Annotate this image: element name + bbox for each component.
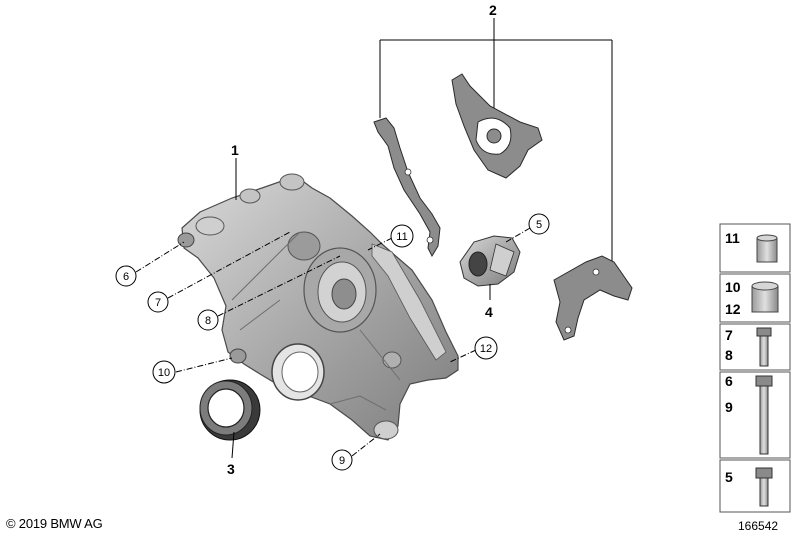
callout-11: 11 (390, 224, 414, 248)
svg-text:9: 9 (339, 455, 345, 467)
sleeve-icon (756, 234, 778, 263)
callout-12: 12 (474, 336, 498, 360)
gasket-lower-plate (553, 255, 633, 341)
svg-text:11: 11 (396, 231, 407, 243)
legend-box-10-12: 10 12 (719, 273, 791, 323)
svg-text:7: 7 (725, 327, 733, 343)
svg-text:7: 7 (155, 297, 161, 309)
label-part-3: 3 (227, 461, 235, 477)
shaft-seal-part-3 (199, 379, 261, 441)
label-part-4: 4 (485, 304, 493, 320)
callout-6: 6 (115, 265, 137, 287)
short-bolt-icon (756, 327, 772, 367)
callout-9: 9 (331, 449, 353, 471)
long-bolt-icon (755, 375, 773, 455)
hardware-legend: 11 10 12 7 8 (719, 223, 791, 513)
svg-text:6: 6 (725, 373, 733, 389)
svg-text:10: 10 (158, 367, 170, 379)
gasket-timing-cover-left (373, 117, 441, 258)
svg-text:8: 8 (205, 315, 211, 327)
callout-7: 7 (147, 291, 169, 313)
callout-5: 5 (528, 213, 550, 235)
callout-10: 10 (152, 360, 176, 384)
stub-bolt-icon (755, 467, 773, 507)
diagram-id: 166542 (738, 519, 779, 533)
legend-box-6-9: 6 9 (719, 371, 791, 459)
callout-leaders (135, 227, 531, 457)
timing-case-cover-part-1 (177, 173, 459, 441)
svg-text:6: 6 (123, 271, 129, 283)
legend-box-7-8: 7 8 (719, 323, 791, 371)
bracket-lines-part-2 (379, 18, 613, 262)
legend-box-11: 11 (719, 223, 791, 273)
callout-8: 8 (197, 309, 219, 331)
svg-text:12: 12 (480, 343, 492, 355)
svg-text:5: 5 (725, 469, 733, 485)
gasket-upper-plate (451, 73, 543, 179)
sleeve-large-icon (751, 281, 779, 313)
svg-text:8: 8 (725, 347, 733, 363)
svg-text:12: 12 (725, 301, 741, 317)
part-leaders (231, 158, 491, 459)
label-part-2: 2 (489, 2, 497, 18)
svg-text:10: 10 (725, 279, 741, 295)
svg-text:9: 9 (725, 399, 733, 415)
svg-text:11: 11 (725, 230, 740, 246)
copyright-text: © 2019 BMW AG (6, 516, 103, 531)
label-part-1: 1 (231, 142, 239, 158)
legend-box-5: 5 (719, 459, 791, 513)
svg-text:5: 5 (536, 219, 542, 231)
guide-ring-part-5 (459, 235, 521, 287)
